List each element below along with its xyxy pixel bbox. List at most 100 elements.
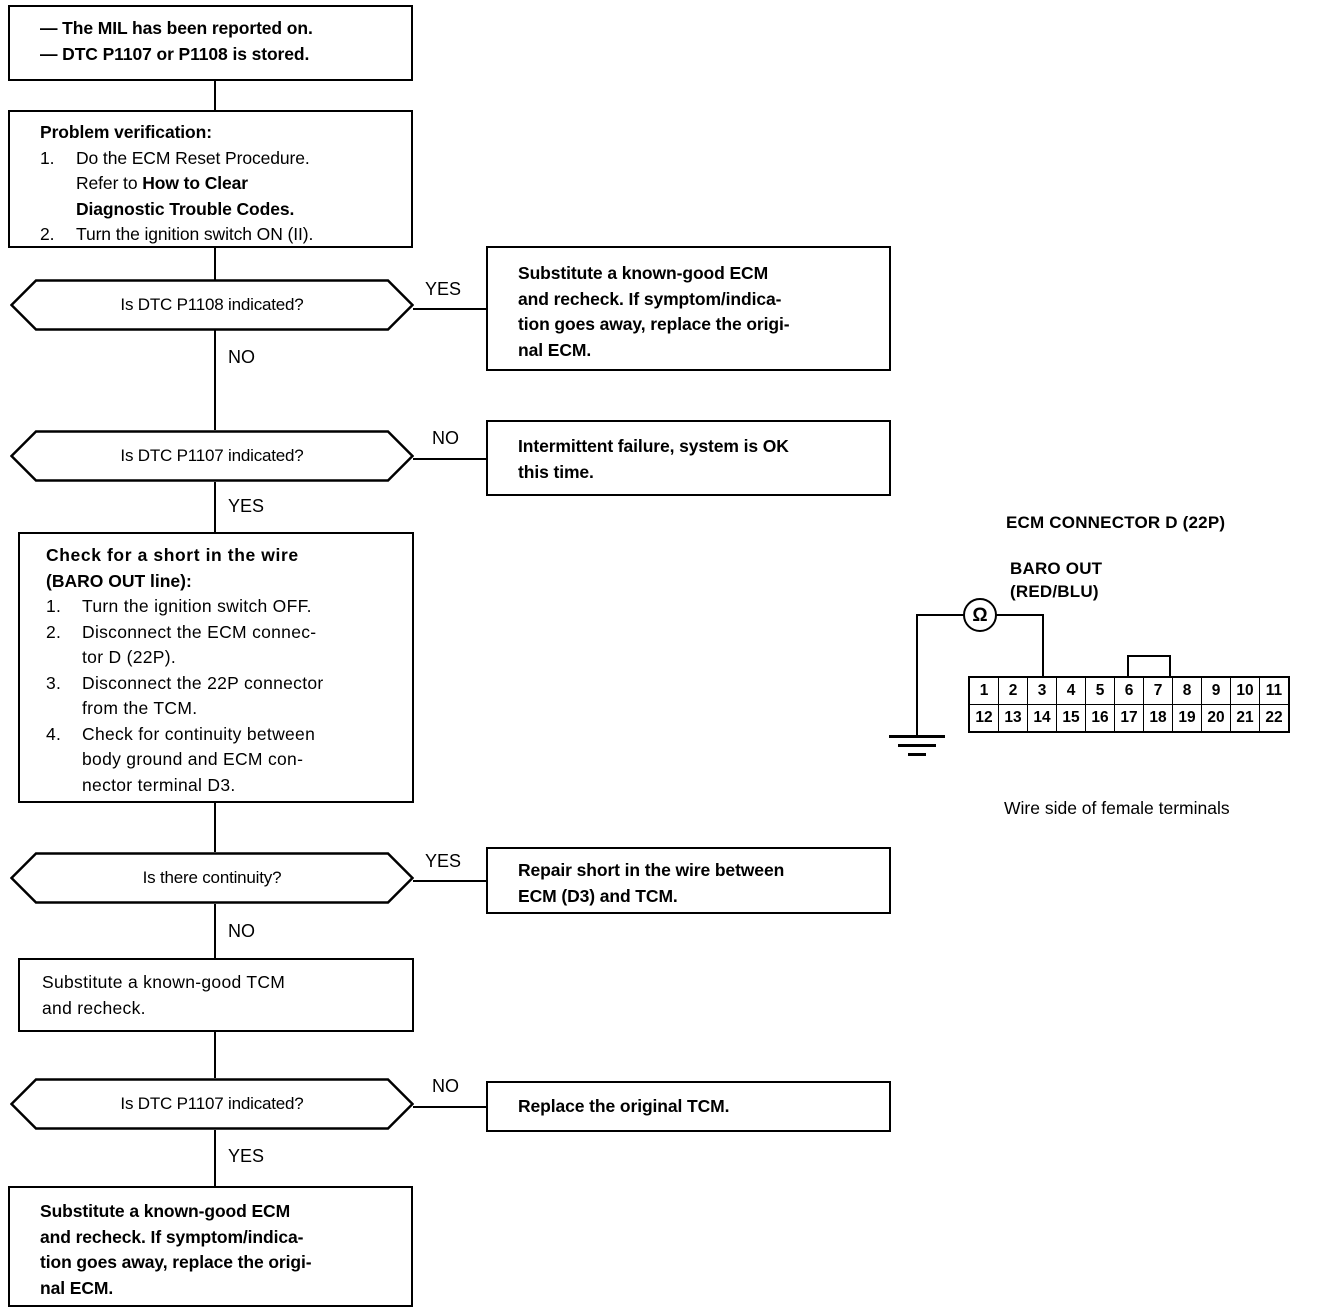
check-item-4-line-a: Check for continuity between <box>82 723 316 744</box>
final-line-3: tion goes away, replace the origi- <box>40 1252 312 1272</box>
pin-cell-19: 19 <box>1172 704 1202 733</box>
pin-cell-5: 5 <box>1085 676 1115 705</box>
decision-is-dtc-p1107-indicated-first: Is DTC P1107 indicated? <box>10 430 414 482</box>
pin-cell-22: 22 <box>1259 704 1290 733</box>
connector-line-d1-to-d2 <box>214 330 216 430</box>
final-line-1: Substitute a known-good ECM <box>40 1201 291 1221</box>
baro-out-signal-label: BARO OUT (RED/BLU) <box>1010 557 1102 603</box>
result-replace-tcm-box: Replace the original TCM. <box>486 1081 891 1132</box>
verify-item-1: 1. Do the ECM Reset Procedure. Refer to … <box>40 146 403 223</box>
ohmmeter-icon: Ω <box>963 598 997 632</box>
check-item-3: 3. Disconnect the 22P connector from the… <box>46 671 404 722</box>
decision-is-dtc-p1108-indicated: Is DTC P1108 indicated? <box>10 279 414 331</box>
decision-3-label: Is there continuity? <box>142 868 282 887</box>
result-3-line-2: ECM (D3) and TCM. <box>518 885 678 906</box>
decision-is-there-continuity: Is there continuity? <box>10 852 414 904</box>
ohm-lead-left <box>916 614 964 616</box>
connector-line-verify-to-d1 <box>214 248 216 280</box>
branch-label-d2-no: NO <box>432 428 459 448</box>
branch-label-d3-yes: YES <box>425 851 462 871</box>
decision-4-label: Is DTC P1107 indicated? <box>120 1094 304 1113</box>
baro-out-line-2: (RED/BLU) <box>1010 582 1099 601</box>
check-item-1: 1. Turn the ignition switch OFF. <box>46 594 404 620</box>
ohm-lead-right <box>996 614 1044 616</box>
probe-lead-to-pin-3 <box>1042 614 1044 678</box>
check-item-1-number: 1. <box>46 596 62 616</box>
result-1-line-1: Substitute a known-good ECM <box>518 263 769 283</box>
pin-cell-11: 11 <box>1259 676 1290 705</box>
check-item-3-number: 3. <box>46 672 62 693</box>
final-line-4: nal ECM. <box>40 1277 114 1298</box>
result-1-line-3: tion goes away, replace the origi- <box>518 314 790 334</box>
decision-1-label: Is DTC P1108 indicated? <box>120 295 304 314</box>
start-box: — The MIL has been reported on. — DTC P1… <box>8 5 413 81</box>
ohm-symbol-glyph: Ω <box>972 604 988 626</box>
verify-heading: Problem verification: <box>40 122 212 142</box>
check-short-box: Check for a short in the wire (BARO OUT … <box>18 532 414 803</box>
connector-caption: Wire side of female terminals <box>1004 798 1230 818</box>
pin-cell-4: 4 <box>1056 676 1086 705</box>
pin-cell-17: 17 <box>1114 704 1144 733</box>
tcm-box-line-1: Substitute a known-good TCM <box>42 972 286 992</box>
start-line-1: — The MIL has been reported on. <box>40 18 313 38</box>
result-1-line-4: nal ECM. <box>518 339 592 360</box>
connector-line-start-to-verify <box>214 80 216 110</box>
pin-cell-12: 12 <box>968 704 999 733</box>
pin-cell-7: 7 <box>1143 676 1173 705</box>
check-item-2-number: 2. <box>46 621 62 642</box>
pin-row-top: 1 2 3 4 5 6 7 8 9 10 11 <box>968 676 1290 705</box>
connector-line-d3-yes <box>413 880 486 882</box>
check-item-3-line-b: from the TCM. <box>82 698 198 718</box>
pin-row-bottom: 12 13 14 15 16 17 18 19 20 21 22 <box>968 704 1290 733</box>
connector-line-d4-no <box>413 1106 486 1108</box>
check-item-3-line-a: Disconnect the 22P connector <box>82 672 324 693</box>
ecm-connector-pin-table: 1 2 3 4 5 6 7 8 9 10 11 12 13 14 15 16 1… <box>968 676 1290 733</box>
connector-line-d1-yes <box>413 308 486 310</box>
result-substitute-ecm-box-1: Substitute a known-good ECM and recheck.… <box>486 246 891 371</box>
check-item-4: 4. Check for continuity between body gro… <box>46 722 404 799</box>
substitute-tcm-box: Substitute a known-good TCM and recheck. <box>18 958 414 1032</box>
verify-item-2-number: 2. <box>40 224 55 244</box>
pin-cell-8: 8 <box>1172 676 1202 705</box>
ground-bar-1 <box>889 735 945 738</box>
final-line-2: and recheck. If symptom/indica- <box>40 1226 304 1247</box>
pin-cell-21: 21 <box>1230 704 1260 733</box>
check-item-1-line-a: Turn the ignition switch OFF. <box>82 596 312 616</box>
connector-line-d2-to-check <box>214 482 216 532</box>
verify-item-1-line-b: Refer to How to Clear <box>76 173 248 193</box>
connector-line-check-to-d3 <box>214 802 216 852</box>
check-item-4-line-c: nector terminal D3. <box>82 774 236 795</box>
pin-cell-2: 2 <box>998 676 1028 705</box>
verify-item-2-line-a: Turn the ignition switch ON (II). <box>76 224 314 244</box>
verify-item-2: 2. Turn the ignition switch ON (II). <box>40 222 403 248</box>
verify-item-1-line-c: Diagnostic Trouble Codes. <box>76 198 295 219</box>
check-item-4-line-b: body ground and ECM con- <box>82 749 304 769</box>
ground-bar-2 <box>898 744 936 747</box>
verify-item-1-ref-bold: How to Clear <box>142 173 248 193</box>
pin-cell-3: 3 <box>1027 676 1057 705</box>
pin-cell-15: 15 <box>1056 704 1086 733</box>
result-intermittent-failure-box: Intermittent failure, system is OK this … <box>486 420 891 496</box>
branch-label-d3-no: NO <box>228 921 255 941</box>
branch-label-d4-yes: YES <box>228 1146 265 1166</box>
verify-item-1-line-a: Do the ECM Reset Procedure. <box>76 147 310 168</box>
pin-cell-9: 9 <box>1201 676 1231 705</box>
connector-line-tcm-to-d4 <box>214 1032 216 1078</box>
connector-line-d2-no <box>413 458 486 460</box>
pin-cell-10: 10 <box>1230 676 1260 705</box>
check-heading-2: (BARO OUT line): <box>46 570 192 591</box>
start-line-2: — DTC P1107 or P1108 is stored. <box>40 43 310 64</box>
result-2-line-2: this time. <box>518 461 594 482</box>
result-4-line-1: Replace the original TCM. <box>518 1096 730 1116</box>
decision-2-label: Is DTC P1107 indicated? <box>120 446 304 465</box>
ground-bar-3 <box>908 753 926 756</box>
pin-cell-6: 6 <box>1114 676 1144 705</box>
ecm-connector-title: ECM CONNECTOR D (22P) <box>1006 513 1226 532</box>
connector-line-d3-to-tcm <box>214 904 216 958</box>
branch-label-d4-no: NO <box>432 1076 459 1096</box>
result-3-line-1: Repair short in the wire between <box>518 860 785 880</box>
pin-cell-13: 13 <box>998 704 1028 733</box>
result-1-line-2: and recheck. If symptom/indica- <box>518 288 782 309</box>
